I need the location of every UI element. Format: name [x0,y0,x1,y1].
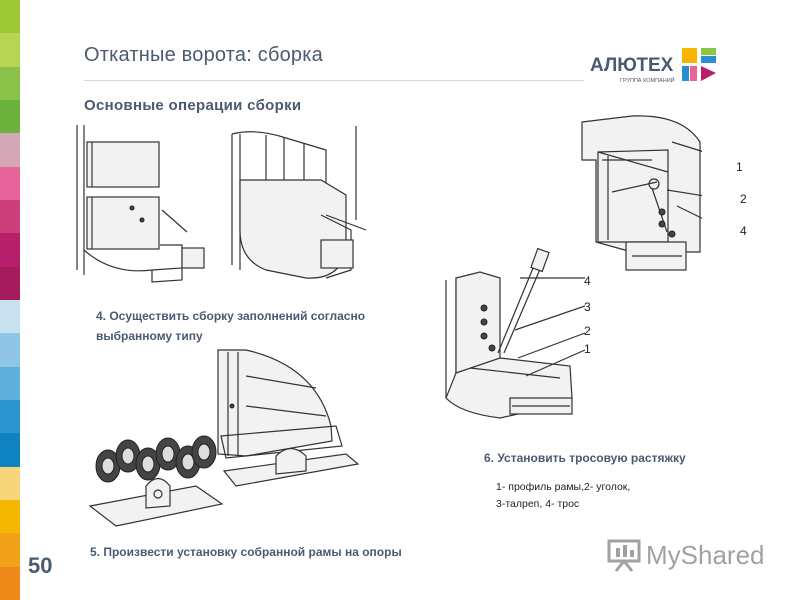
color-bar-segment [0,499,20,534]
color-bar-segment [0,433,20,467]
color-bar-segment [0,566,20,600]
corner-tensioner-drawing [581,115,702,271]
legend-line-1: 1- профиль рамы,2- уголок, [496,481,631,493]
frame-profile-drawing-b [231,126,367,279]
callout-top-2: 2 [740,192,747,206]
color-bar-segment [0,333,20,367]
presentation-board-icon [607,539,641,572]
color-bar-segment [0,133,20,167]
watermark-text: MyShared [646,540,765,570]
logo-name: АЛЮТЕХ [590,55,674,76]
color-bar-segment [0,399,20,434]
color-bar-segment [0,66,20,100]
color-bar-segment [0,99,20,134]
filling-panel-upper [86,141,160,188]
side-color-bar [0,0,20,600]
filling-panel-lower [86,196,160,250]
color-bar-segment [0,199,20,234]
logo-tagline: ГРУППА КОМПАНИЙ [620,78,675,84]
callout-top-4: 4 [740,224,747,238]
color-bar-segment [0,266,20,300]
rollers [95,435,217,483]
legend-line-2: 3-талреп, 4- трос [496,498,580,510]
color-bar-segment [0,466,20,500]
logo-mark-icon [682,48,716,81]
frame-profile-drawing-a [76,125,205,283]
callout-mid-1: 1 [584,342,591,356]
callout-top-1: 1 [736,160,743,174]
step-4-caption: 4. Осуществить сборку заполнений согласн… [96,309,366,343]
page-number: 50 [28,553,53,578]
cable-tensioner-drawing [445,248,585,419]
step-5-caption: 5. Произвести установку собранной рамы н… [90,545,402,559]
color-bar-segment [0,166,20,200]
callout-mid-3: 3 [584,300,591,314]
color-bar-segment [0,299,20,334]
color-bar-segment [0,33,20,67]
color-bar-segment [0,533,20,567]
callout-mid-4: 4 [584,274,591,288]
slide-title: Откатные ворота: сборка [84,44,323,66]
title-underline [84,80,584,81]
color-bar-segment [0,233,20,267]
color-bar-segment [0,0,20,34]
slide-subtitle: Основные операции сборки [84,97,302,114]
color-bar-segment [0,366,20,400]
company-logo: АЛЮТЕХ ГРУППА КОМПАНИЙ [590,46,720,86]
step-6-caption: 6. Установить тросовую растяжку [484,451,686,465]
roller-support-drawing [88,349,360,527]
callout-mid-2: 2 [584,324,591,338]
